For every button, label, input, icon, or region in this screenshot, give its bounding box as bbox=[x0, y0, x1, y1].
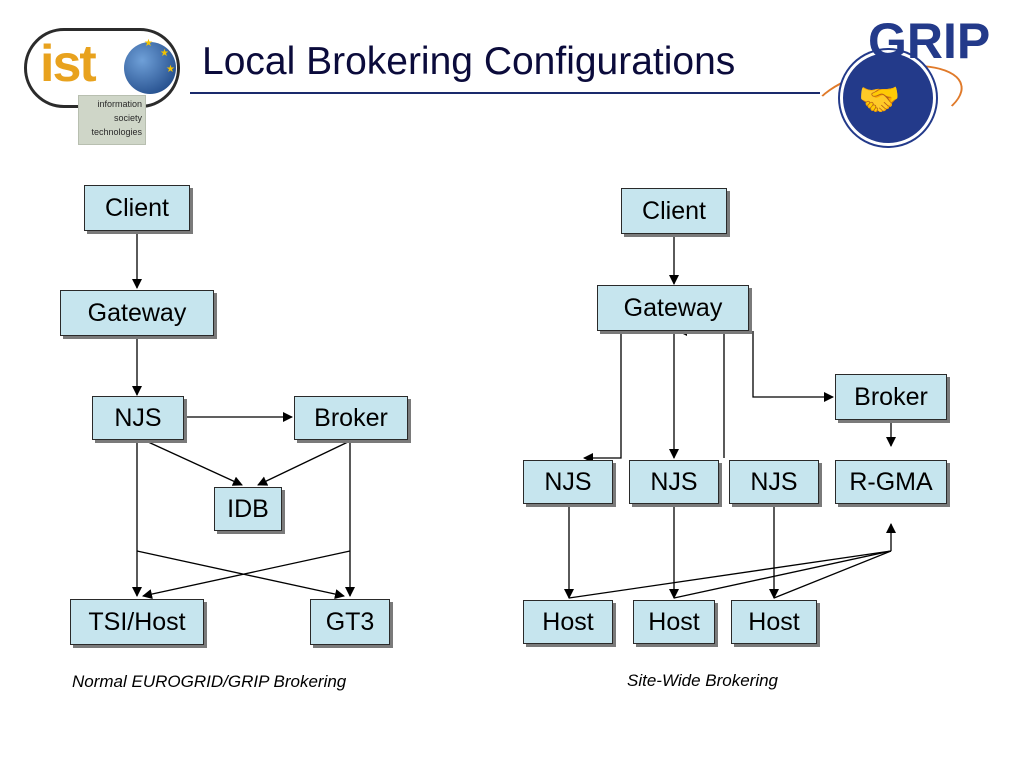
ist-logo-line: information bbox=[97, 99, 142, 109]
grip-emblem bbox=[840, 50, 936, 146]
ist-logo-caption: information society technologies bbox=[78, 95, 146, 145]
ist-logo-line: technologies bbox=[91, 127, 142, 137]
edge-njs3-gateway bbox=[677, 326, 725, 458]
edge-host3-rgma bbox=[773, 550, 892, 599]
node-broker: Broker bbox=[294, 396, 408, 440]
node-broker: Broker bbox=[835, 374, 947, 420]
node-host: Host bbox=[523, 600, 613, 644]
node-njs: NJS bbox=[92, 396, 184, 440]
page-title: Local Brokering Configurations bbox=[202, 40, 736, 83]
node-rgma: R-GMA bbox=[835, 460, 947, 504]
ist-logo: ist ★ ★ ★ information society technologi… bbox=[20, 18, 185, 145]
edge-broker-idb bbox=[257, 440, 351, 486]
node-njs: NJS bbox=[629, 460, 719, 504]
handshake-icon: 🤝 bbox=[858, 81, 901, 119]
globe-icon bbox=[124, 42, 176, 94]
star-icon: ★ bbox=[166, 64, 175, 75]
node-gateway: Gateway bbox=[60, 290, 214, 336]
node-idb: IDB bbox=[214, 487, 282, 531]
edge-gateway-njs1 bbox=[583, 331, 622, 463]
edge-host1-rgma bbox=[568, 550, 892, 599]
edge-cross-tsi bbox=[142, 550, 351, 599]
grip-logo: 🤝 GRIP bbox=[804, 10, 1015, 160]
caption-left: Normal EUROGRID/GRIP Brokering bbox=[72, 672, 347, 691]
star-icon: ★ bbox=[144, 38, 153, 49]
grip-wordmark: GRIP bbox=[868, 13, 991, 69]
edge-gateway-broker bbox=[752, 331, 834, 402]
node-njs: NJS bbox=[729, 460, 819, 504]
caption-right: Site-Wide Brokering bbox=[627, 671, 779, 690]
edge-njs-idb bbox=[145, 440, 243, 486]
ist-logo-mark: ist bbox=[40, 35, 97, 93]
edge-cross-gt3 bbox=[136, 550, 345, 599]
node-tsi-host: TSI/Host bbox=[70, 599, 204, 645]
node-gateway: Gateway bbox=[597, 285, 749, 331]
node-client: Client bbox=[621, 188, 727, 234]
ist-logo-line: society bbox=[113, 113, 142, 123]
node-gt3: GT3 bbox=[310, 599, 390, 645]
node-client: Client bbox=[84, 185, 190, 231]
node-njs: NJS bbox=[523, 460, 613, 504]
title-divider bbox=[190, 92, 820, 94]
star-icon: ★ bbox=[160, 48, 169, 59]
node-host: Host bbox=[731, 600, 817, 644]
edge-host2-rgma bbox=[673, 550, 892, 599]
node-host: Host bbox=[633, 600, 715, 644]
